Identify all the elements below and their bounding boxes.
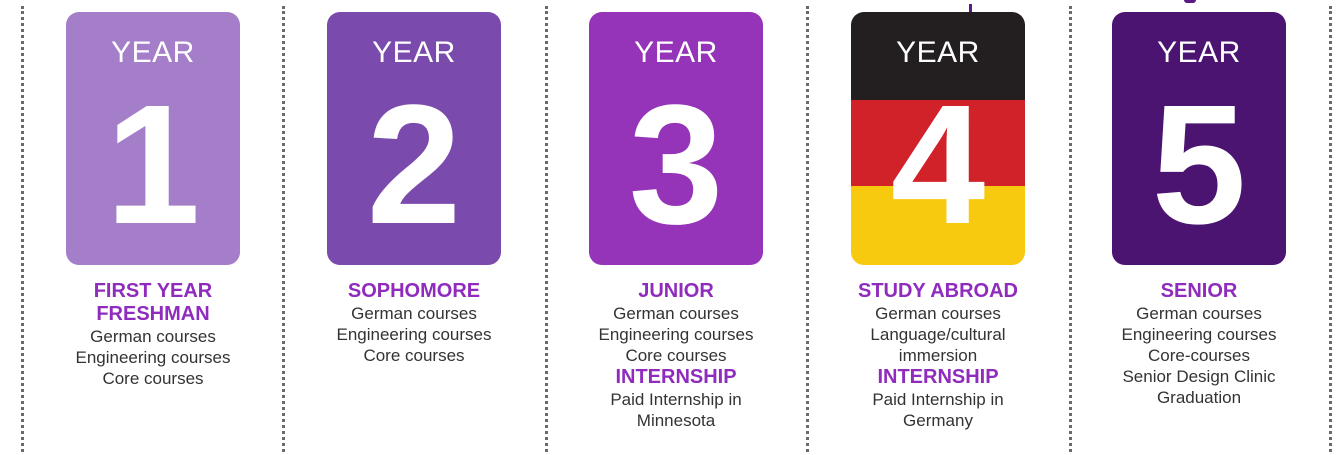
year-label: YEAR [1157,36,1241,69]
decorative-mark [1184,0,1196,3]
year-title: JUNIOR [638,280,714,302]
course-item: Core courses [102,369,204,388]
divider [545,6,548,452]
year-number: 3 [628,70,724,260]
divider [21,6,24,452]
year-title: SENIOR [1160,280,1238,302]
internship-item: Minnesota [636,411,716,430]
course-item: Core-courses [1147,346,1251,365]
year-number: 4 [890,70,986,260]
flag-black-stripe [851,12,1025,100]
year-subtitle: FRESHMAN [96,303,210,325]
year-1-column: YEAR 1 FIRST YEAR FRESHMAN German course… [43,0,263,389]
course-item: German courses [90,327,216,346]
course-item: Language/cultural [870,325,1006,344]
course-item: German courses [875,304,1001,323]
year-number: 1 [105,70,201,260]
year-5-column: YEAR 5 SENIOR German courses Engineering… [1089,0,1309,408]
year-label: YEAR [372,36,456,69]
year-2-card: YEAR 2 [327,12,501,265]
decorative-mark [969,4,972,12]
year-1-card: YEAR 1 [66,12,240,265]
divider [1329,6,1332,452]
divider [282,6,285,452]
course-item: immersion [898,346,978,365]
year-4-card: YEAR 4 [851,12,1025,265]
year-3-card: YEAR 3 [589,12,763,265]
year-2-column: YEAR 2 SOPHOMORE German courses Engineer… [304,0,524,366]
course-item: Senior Design Clinic [1122,367,1276,386]
year-title: SOPHOMORE [347,280,481,302]
year-5-card: YEAR 5 [1112,12,1286,265]
internship-item: Paid Internship in [872,390,1004,409]
year-title: FIRST YEAR [93,280,213,302]
year-title: STUDY ABROAD [857,280,1018,302]
course-item: German courses [1136,304,1262,323]
course-item: Engineering courses [336,325,492,344]
course-item: German courses [613,304,739,323]
internship-item: Germany [903,411,973,430]
year-number: 2 [366,70,462,260]
year-number: 5 [1151,70,1247,260]
year-4-column: YEAR 4 STUDY ABROAD German courses Langu… [828,0,1048,431]
course-item: Engineering courses [1121,325,1277,344]
course-item: German courses [351,304,477,323]
year-3-column: YEAR 3 JUNIOR German courses Engineering… [566,0,786,431]
internship-heading: INTERNSHIP [877,366,999,388]
course-item: Core courses [363,346,465,365]
flag-red-stripe [851,100,1025,186]
divider [806,6,809,452]
year-label: YEAR [634,36,718,69]
course-item: Engineering courses [75,348,231,367]
course-item: Graduation [1156,388,1242,407]
flag-gold-stripe [851,186,1025,265]
year-label: YEAR [111,36,195,69]
year-label: YEAR [896,36,980,69]
internship-heading: INTERNSHIP [615,366,737,388]
course-item: Engineering courses [598,325,754,344]
internship-item: Paid Internship in [610,390,742,409]
divider [1069,6,1072,452]
course-item: Core courses [625,346,727,365]
